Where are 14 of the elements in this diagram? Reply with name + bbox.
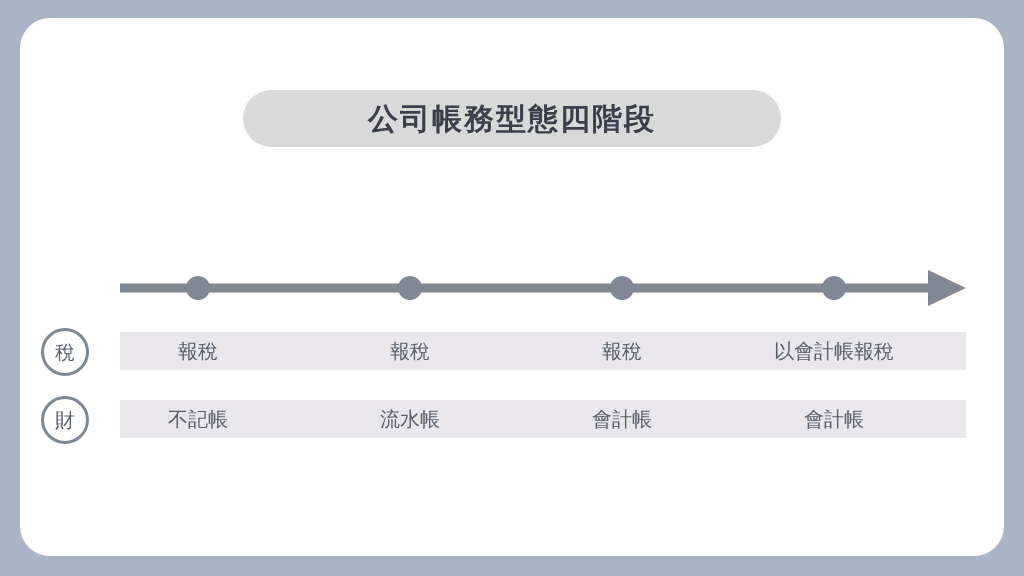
stage-text: 報稅 xyxy=(177,338,219,365)
stage-text: 會計帳 xyxy=(803,406,865,433)
stage-text: 流水帳 xyxy=(379,406,441,433)
stage-text: 不記帳 xyxy=(167,406,229,433)
title-text: 公司帳務型態四階段 xyxy=(368,100,656,138)
stage-text: 會計帳 xyxy=(591,406,653,433)
title-pill xyxy=(243,90,781,147)
row-label-text: 財 xyxy=(55,407,75,434)
stage-text: 以會計帳報稅 xyxy=(773,338,895,365)
row-band xyxy=(120,332,966,370)
row-band xyxy=(120,400,966,438)
row-label-text: 稅 xyxy=(55,339,75,366)
stage-text: 報稅 xyxy=(601,338,643,365)
stage-text: 報稅 xyxy=(389,338,431,365)
